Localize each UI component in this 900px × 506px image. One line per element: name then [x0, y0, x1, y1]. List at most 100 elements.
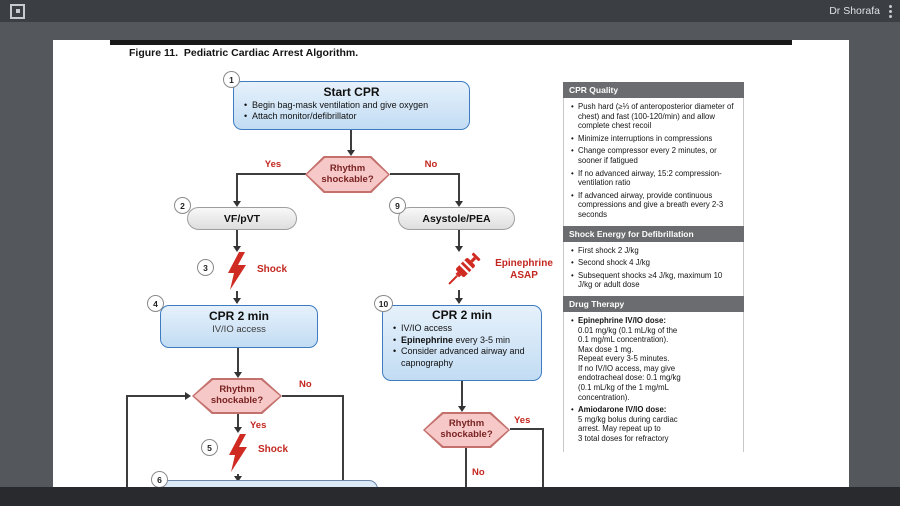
- asap-line: ASAP: [510, 269, 538, 281]
- sidebar: CPR Quality Push hard (≥⅓ of anteroposte…: [563, 82, 744, 452]
- step-9-badge: 9: [389, 197, 406, 214]
- connector: [465, 448, 467, 487]
- bullet-item: Minimize interruptions in compressions: [570, 134, 738, 144]
- step-5-badge: 5: [201, 439, 218, 456]
- connector: [236, 230, 238, 247]
- bullet-item: Subsequent shocks ≥4 J/kg, maximum 10 J/…: [570, 271, 738, 290]
- arrowhead: [234, 372, 242, 378]
- step-10-badge: 10: [374, 295, 393, 312]
- bullet-item: First shock 2 J/kg: [570, 246, 738, 256]
- start-cpr-bullet: Attach monitor/defibrillator: [244, 111, 465, 122]
- step-2-badge: 2: [174, 197, 191, 214]
- start-cpr-box: Start CPR Begin bag-mask ventilation and…: [233, 81, 470, 130]
- bullet-item: If no advanced airway, 15:2 compression-…: [570, 169, 738, 188]
- connector: [237, 173, 306, 175]
- figure-title: Figure 11. Pediatric Cardiac Arrest Algo…: [129, 47, 359, 59]
- drug-dose: 5 mg/kg bolus during cardiac arrest. May…: [578, 414, 678, 444]
- bullet-item: Push hard (≥⅓ of anteroposterior diamete…: [570, 102, 738, 131]
- arrowhead: [234, 476, 242, 482]
- drug-item: Epinephrine IV/IO dose:0.01 mg/kg (0.1 m…: [570, 316, 738, 402]
- connector: [390, 173, 460, 175]
- top-bar: Dr Shorafa: [0, 0, 900, 22]
- arrowhead: [185, 392, 191, 400]
- connector: [236, 173, 238, 201]
- start-cpr-title: Start CPR: [323, 85, 380, 99]
- connector: [458, 290, 460, 299]
- sidebar-section-cpr-quality: Push hard (≥⅓ of anteroposterior diamete…: [563, 98, 744, 226]
- iv-io-access-subtitle: IV/IO access: [212, 324, 266, 335]
- syringe-icon: [448, 252, 481, 285]
- connector: [350, 130, 352, 151]
- connector: [510, 428, 544, 430]
- epinephrine-asap-label: Epinephrine ASAP: [479, 258, 569, 281]
- connector: [237, 474, 239, 477]
- sidebar-section-shock-energy: First shock 2 J/kg Second shock 4 J/kg S…: [563, 241, 744, 296]
- arrowhead: [233, 298, 241, 304]
- cpr-right-bullet: Consider advanced airway and capnography: [393, 346, 537, 369]
- vf-pvt-box: VF/pVT: [187, 207, 297, 230]
- arrowhead: [455, 201, 463, 207]
- asystole-pea-box: Asystole/PEA: [398, 207, 515, 230]
- connector: [237, 414, 239, 428]
- presenter-name: Dr Shorafa: [829, 5, 880, 17]
- step-3-badge: 3: [197, 259, 214, 276]
- cpr-2min-title: CPR 2 min: [431, 308, 492, 322]
- connector: [458, 230, 460, 247]
- sidebar-header-cpr-quality: CPR Quality: [563, 82, 744, 98]
- cpr-right-bullet: Epinephrine every 3-5 min: [393, 335, 537, 347]
- yes-label: Yes: [264, 159, 282, 170]
- connector: [237, 348, 239, 373]
- no-label: No: [299, 379, 312, 390]
- cpr-2min-title: CPR 2 min: [208, 309, 269, 323]
- arrowhead: [455, 246, 463, 252]
- no-label: No: [472, 467, 485, 478]
- sidebar-header-shock-energy: Shock Energy for Defibrillation: [563, 225, 744, 242]
- connector: [126, 395, 186, 397]
- arrowhead: [347, 150, 355, 156]
- yes-label: Yes: [514, 415, 531, 426]
- connector: [542, 428, 544, 487]
- drug-name: Amiodarone IV/IO dose:: [578, 405, 667, 415]
- no-label: No: [424, 159, 438, 170]
- presentation-slide: Figure 11. Pediatric Cardiac Arrest Algo…: [53, 40, 849, 487]
- arrowhead: [234, 427, 242, 433]
- shock-label: Shock: [257, 264, 288, 275]
- rhythm-shockable-label: Rhythm shockable?: [307, 158, 388, 191]
- connector: [461, 381, 463, 407]
- sidebar-header-drug-therapy: Drug Therapy: [563, 295, 744, 312]
- kebab-menu-icon[interactable]: [889, 4, 892, 18]
- rhythm-shockable-label: Rhythm shockable?: [425, 414, 508, 446]
- rhythm-shockable-label: Rhythm shockable?: [194, 380, 280, 412]
- start-cpr-bullet: Begin bag-mask ventilation and give oxyg…: [244, 100, 465, 111]
- cpr-2min-box-right: CPR 2 min IV/IO access Epinephrine every…: [382, 305, 542, 381]
- rhythm-shockable-decision-3: Rhythm shockable?: [423, 412, 510, 448]
- connector: [342, 395, 344, 487]
- arrowhead: [233, 246, 241, 252]
- rhythm-shockable-decision-1: Rhythm shockable?: [305, 156, 390, 193]
- step-1-badge: 1: [223, 71, 240, 88]
- arrowhead: [233, 201, 241, 207]
- pip-inner-square: [15, 9, 20, 13]
- step-6-box-partial: [156, 480, 378, 487]
- shock-label: Shock: [258, 444, 289, 455]
- step-4-badge: 4: [147, 295, 164, 312]
- rhythm-shockable-decision-2: Rhythm shockable?: [192, 378, 282, 414]
- figure-title-rule: [110, 40, 792, 45]
- arrowhead: [458, 406, 466, 412]
- bottom-bar: [0, 487, 900, 506]
- sidebar-section-drug-therapy: Epinephrine IV/IO dose:0.01 mg/kg (0.1 m…: [563, 311, 744, 452]
- shock-bolt-icon: [228, 252, 246, 290]
- shock-bolt-icon: [229, 434, 247, 472]
- picture-in-picture-icon[interactable]: [10, 3, 25, 19]
- drug-item: Amiodarone IV/IO dose:5 mg/kg bolus duri…: [570, 405, 738, 443]
- bullet-item: Change compressor every 2 minutes, or so…: [570, 146, 738, 165]
- connector: [282, 395, 344, 397]
- arrowhead: [455, 298, 463, 304]
- epinephrine-line: Epinephrine: [495, 258, 553, 269]
- cpr-2min-box-left: CPR 2 min IV/IO access: [160, 305, 318, 348]
- yes-label: Yes: [250, 420, 267, 431]
- drug-dose: 0.01 mg/kg (0.1 mL/kg of the 0.1 mg/mL c…: [578, 325, 681, 402]
- connector: [126, 396, 128, 487]
- bullet-item: If advanced airway, provide continuous c…: [570, 191, 738, 220]
